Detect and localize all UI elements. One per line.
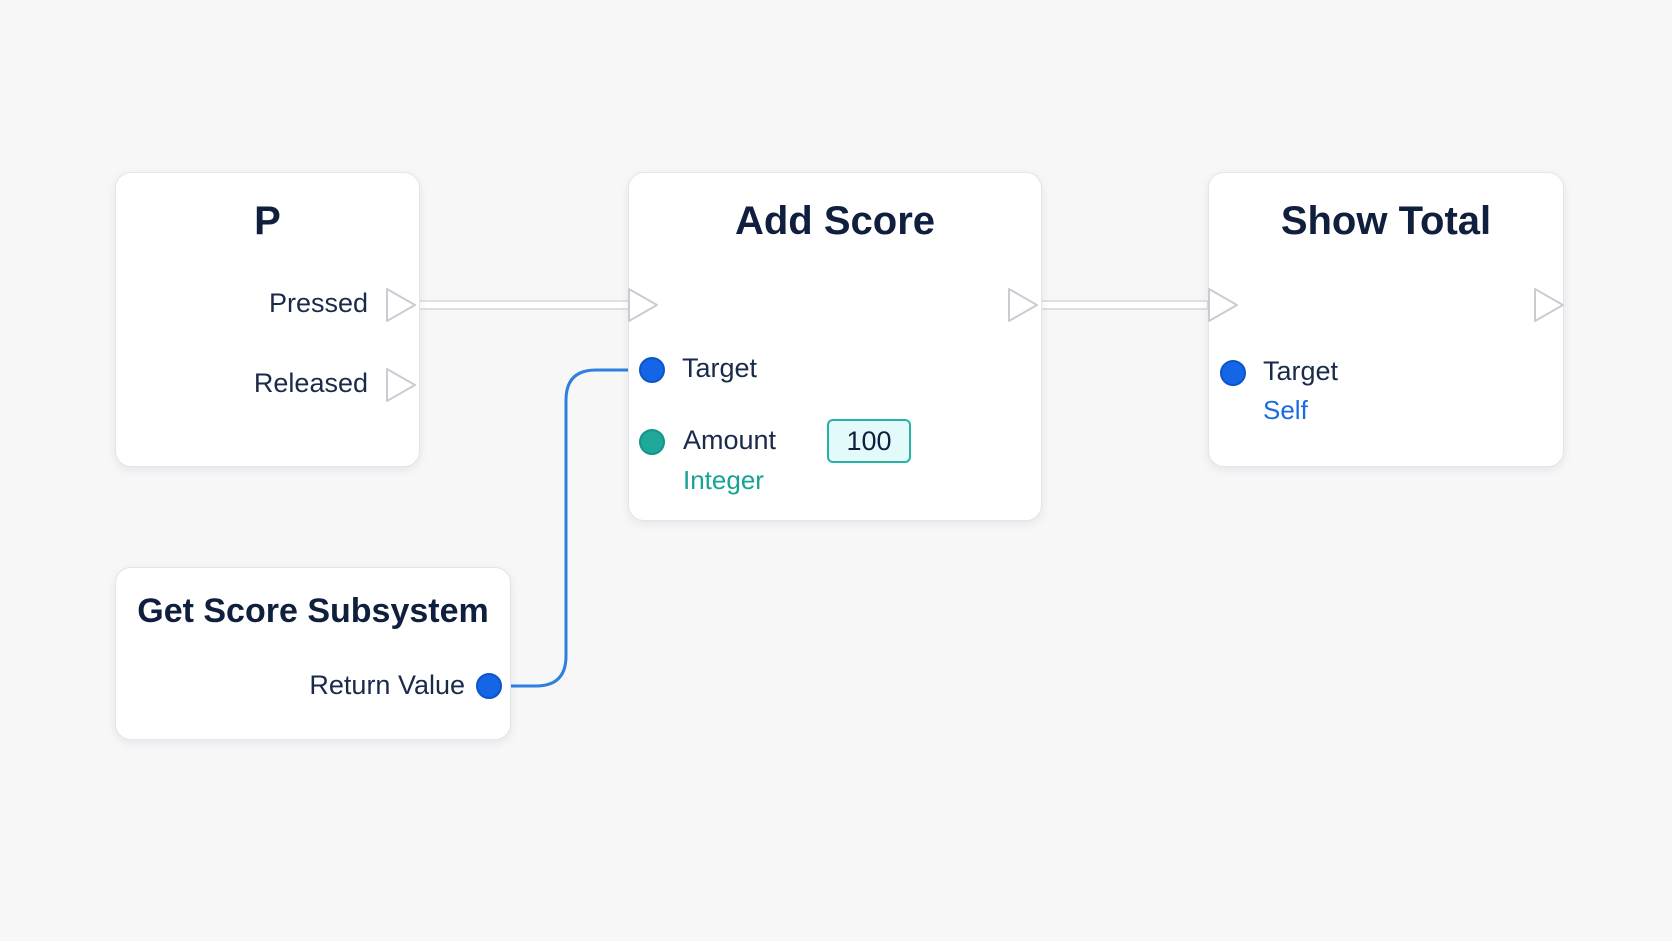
- node-show-total[interactable]: Show Total Target Self: [1208, 172, 1564, 467]
- add-score-exec-out-pin[interactable]: [1006, 286, 1040, 324]
- target-pin-label: Target: [682, 353, 758, 383]
- amount-type-label: Integer: [683, 465, 764, 495]
- node-title: P: [254, 199, 281, 243]
- node-title: Show Total: [1280, 199, 1492, 243]
- node-get-score-subsystem[interactable]: Get Score Subsystem Return Value: [115, 567, 511, 740]
- show-total-exec-out-pin[interactable]: [1532, 286, 1566, 324]
- target-default-value: Self: [1263, 395, 1308, 425]
- pressed-exec-out-pin[interactable]: [384, 286, 418, 324]
- amount-pin-label: Amount: [683, 425, 777, 455]
- show-total-target-pin[interactable]: [1220, 360, 1246, 386]
- wire-add-score-to-show-total[interactable]: [1035, 300, 1209, 310]
- return-value-pin-label: Return Value: [309, 670, 465, 700]
- node-add-score[interactable]: Add Score Target Amount Integer: [628, 172, 1042, 521]
- return-value-out-pin[interactable]: [476, 673, 502, 699]
- show-total-exec-in-pin[interactable]: [1206, 286, 1240, 324]
- released-pin-label: Released: [253, 368, 368, 398]
- target-pin-label: Target: [1263, 356, 1339, 386]
- wire-p-pressed-to-add-score[interactable]: [407, 300, 631, 310]
- released-exec-out-pin[interactable]: [384, 366, 418, 404]
- pressed-pin-label: Pressed: [268, 288, 368, 318]
- add-score-target-pin[interactable]: [639, 357, 665, 383]
- node-title: Add Score: [734, 199, 936, 243]
- wire-return-value-to-target[interactable]: [490, 368, 652, 688]
- add-score-amount-pin[interactable]: [639, 429, 665, 455]
- add-score-exec-in-pin[interactable]: [626, 286, 660, 324]
- node-title: Get Score Subsystem: [137, 592, 489, 630]
- node-p-input-event[interactable]: P Pressed Released: [115, 172, 420, 467]
- amount-value-input[interactable]: [827, 419, 911, 463]
